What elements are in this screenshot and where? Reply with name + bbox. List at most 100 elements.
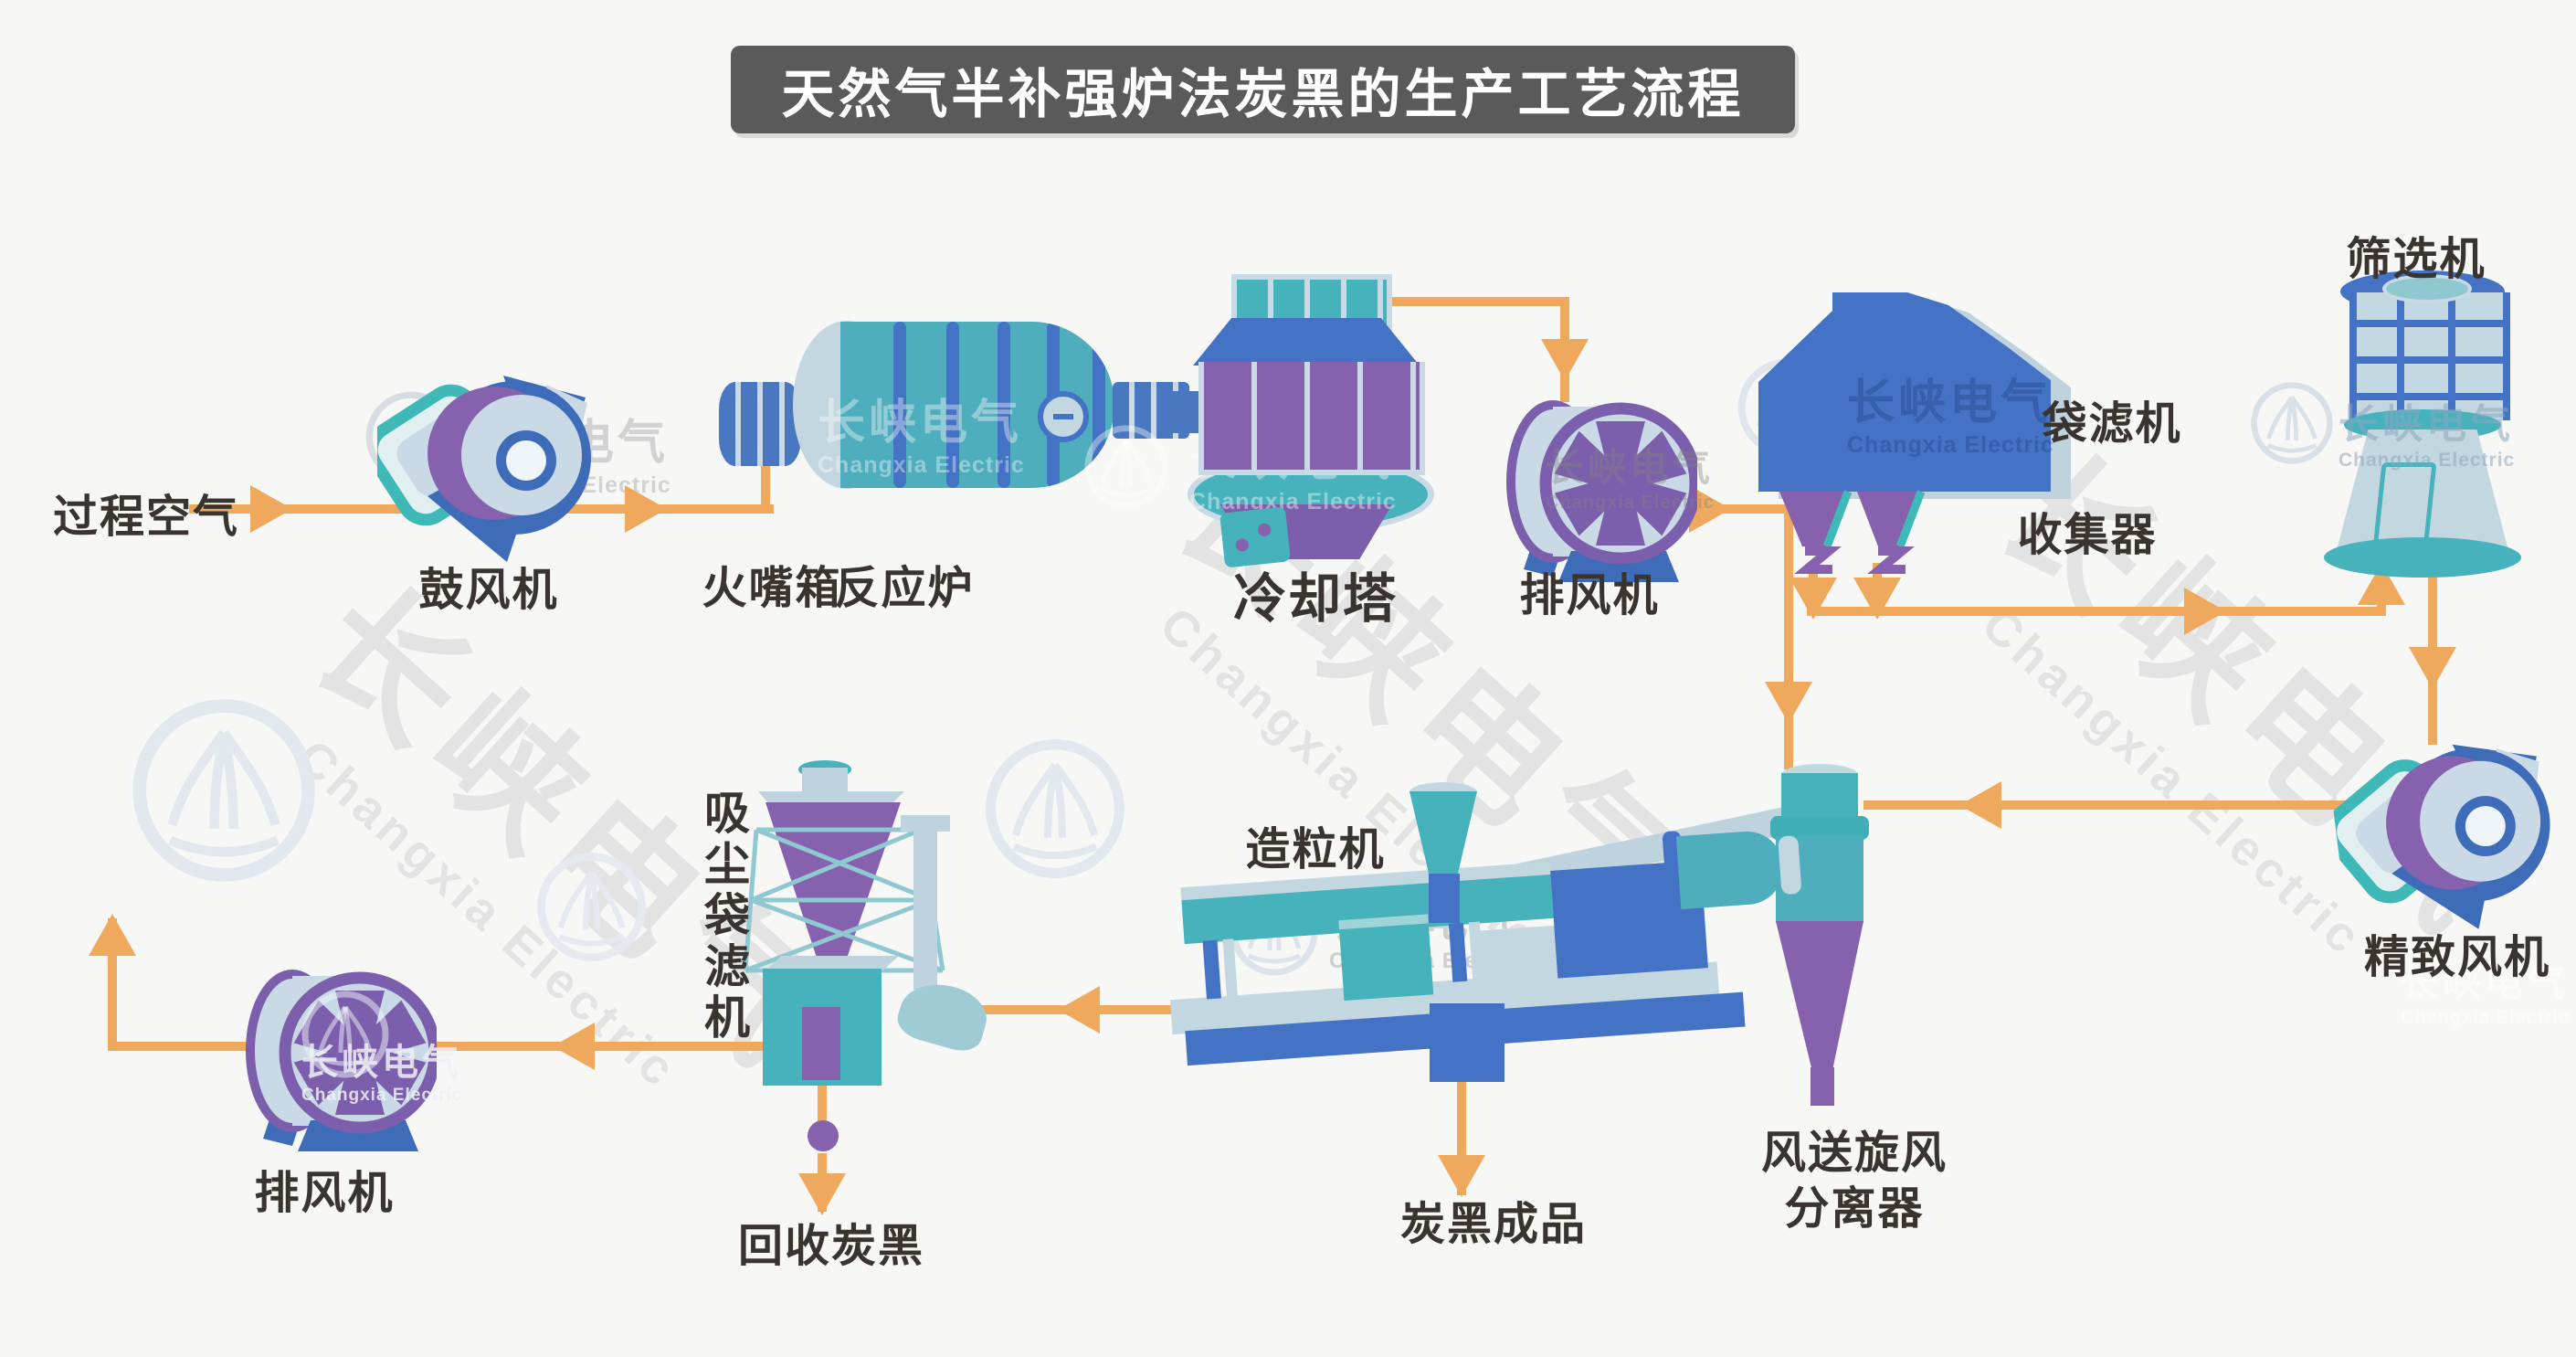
arrowhead-down <box>1541 339 1589 381</box>
arrowhead-down <box>2409 647 2456 689</box>
label-reactor: 反应炉 <box>834 564 975 613</box>
changxia-logo-icon <box>1082 423 1170 511</box>
product-box-top <box>1430 991 1517 1003</box>
watermark-small: 长峡电气 Changxia Electric <box>1847 364 2054 459</box>
arrowhead-left <box>1058 986 1100 1034</box>
reactor-band <box>946 322 959 488</box>
label-collector: 收集器 <box>2017 511 2158 560</box>
watermark-small: 长峡电气 Changxia Electric <box>301 1033 462 1106</box>
diagram-title: 天然气半补强炉法炭黑的生产工艺流程 <box>781 65 1745 124</box>
arrowhead-left <box>553 1023 595 1070</box>
watermark-text-en: Changxia Electric <box>2401 1008 2570 1028</box>
label-burner-box: 火嘴箱 <box>702 564 842 613</box>
label-granulator: 造粒机 <box>1245 825 1386 875</box>
dustfilter-pipe <box>913 827 937 990</box>
label-process-air: 过程空气 <box>52 493 239 542</box>
reactor-porthole-icon <box>1038 391 1089 442</box>
exhaust-fan-bottom-icon <box>246 970 437 1151</box>
watermark-small: 长峡电气 Changxia Electric <box>2401 952 2570 1029</box>
flow-line-product-drop <box>1457 1078 1466 1195</box>
flow-line-collect <box>1807 607 2386 616</box>
dustfilter-box-top <box>765 956 899 970</box>
watermark-text-en: Changxia Electric <box>301 1086 463 1105</box>
label-product: 炭黑成品 <box>1399 1200 1587 1249</box>
label-fine-fan: 精致风机 <box>2363 933 2550 982</box>
screener-base <box>2324 537 2521 578</box>
cooling-tower-roof <box>1193 318 1420 366</box>
label-cyclone-separator: 风送旋风 分离器 <box>1760 1129 1948 1235</box>
cooling-tower-inlet <box>1173 391 1202 433</box>
label-bag-filter: 袋滤机 <box>2042 399 2182 449</box>
flow-line-fan-exhaust <box>112 1042 268 1051</box>
arrowhead-down <box>1853 578 1901 620</box>
dustfilter-box <box>763 969 882 1086</box>
blower-icon <box>377 376 591 562</box>
flow-line-tower-to-fan <box>1370 297 1569 306</box>
changxia-logo-icon <box>982 736 1128 882</box>
watermark-text-cn: 长峡电气 <box>2401 961 2570 1004</box>
changxia-logo-icon <box>300 989 391 1080</box>
porthole-minus <box>1053 414 1073 419</box>
arrowhead-right <box>2184 588 2226 635</box>
watermark-text-en: Changxia Electric <box>818 452 1025 478</box>
label-cooling-tower: 冷却塔 <box>1232 569 1398 629</box>
exhaust-fan-top-icon <box>1506 400 1697 582</box>
cage-bar <box>2349 393 2510 400</box>
arrowhead-down <box>1765 682 1812 724</box>
watermark-small: 长峡电气 Changxia Electric <box>818 384 1025 479</box>
cyclone-tip <box>1811 1067 1834 1106</box>
watermark-text-cn: 长峡电气 <box>1546 446 1715 489</box>
cage-bar <box>2349 356 2510 364</box>
granulator-barrel <box>1675 829 1787 910</box>
arrowhead-down <box>1789 578 1837 620</box>
label-exhaust-fan-bottom: 排风机 <box>254 1169 395 1218</box>
flow-line-fan-exhaust-riser <box>108 918 117 1051</box>
cage-post <box>2397 292 2404 420</box>
reactor-band <box>1093 322 1105 488</box>
watermark-text-en: Changxia Electric <box>1546 493 1715 513</box>
arrowhead-right <box>250 485 292 533</box>
product-box <box>1430 1003 1504 1082</box>
fine-fan-icon <box>2325 744 2550 929</box>
changxia-logo-icon <box>2249 380 2335 466</box>
diagram-title-bar: 天然气半补强炉法炭黑的生产工艺流程 <box>731 46 1795 133</box>
flow-line-burner-riser <box>761 454 770 509</box>
watermark-text-cn: 长峡电气 <box>301 1043 462 1083</box>
screener-skirt <box>2335 429 2510 557</box>
dustfilter-door <box>802 1007 840 1080</box>
watermark-small: 长峡电气 Changxia Electric <box>2338 391 2515 472</box>
watermark-text-en: Changxia Electric <box>2338 450 2516 471</box>
label-exhaust-fan-top: 排风机 <box>1519 571 1660 620</box>
flow-line-branch-to-cyclone <box>1784 510 1793 769</box>
screener-cap-inner <box>2382 274 2472 303</box>
screener-cage <box>2349 292 2510 420</box>
label-screener: 筛选机 <box>2346 235 2486 284</box>
flow-line-finefan-to-cyclone <box>1863 800 2366 810</box>
changxia-logo-icon <box>128 694 320 886</box>
changxia-logo-icon <box>534 850 649 964</box>
burner-box-icon <box>719 382 801 466</box>
label-dust-bag-filter: 吸尘袋滤机 <box>698 789 749 1044</box>
cooling-tower-body <box>1198 362 1425 475</box>
dustfilter-pipe-tee <box>901 815 950 832</box>
granulator-leg <box>1448 922 1468 982</box>
reactor-band <box>893 322 906 488</box>
cyclone-neck <box>1781 773 1858 819</box>
watermark-small: 长峡电气 Changxia Electric <box>1546 437 1715 514</box>
arrowhead-left <box>1959 781 2001 829</box>
watermark-text-cn: 长峡电气 <box>818 397 1023 450</box>
dustfilter-elbow <box>892 974 994 1056</box>
arrowhead-down <box>1438 1155 1485 1197</box>
flow-line-recycle-upper <box>818 1084 827 1124</box>
bag-filter-icon <box>1758 292 2071 574</box>
watermark-text-cn: 长峡电气 <box>1847 376 2053 429</box>
arrowhead-up <box>89 914 136 956</box>
arrowhead-right <box>625 485 667 533</box>
granulator-barrel-cap <box>1778 834 1802 896</box>
cage-post <box>2448 292 2455 420</box>
granulator-funnel-neck <box>1429 874 1460 923</box>
granulator-leg <box>1202 939 1221 1000</box>
watermark-text-en: Changxia Electric <box>1189 489 1397 514</box>
recycle-ball <box>808 1120 839 1151</box>
